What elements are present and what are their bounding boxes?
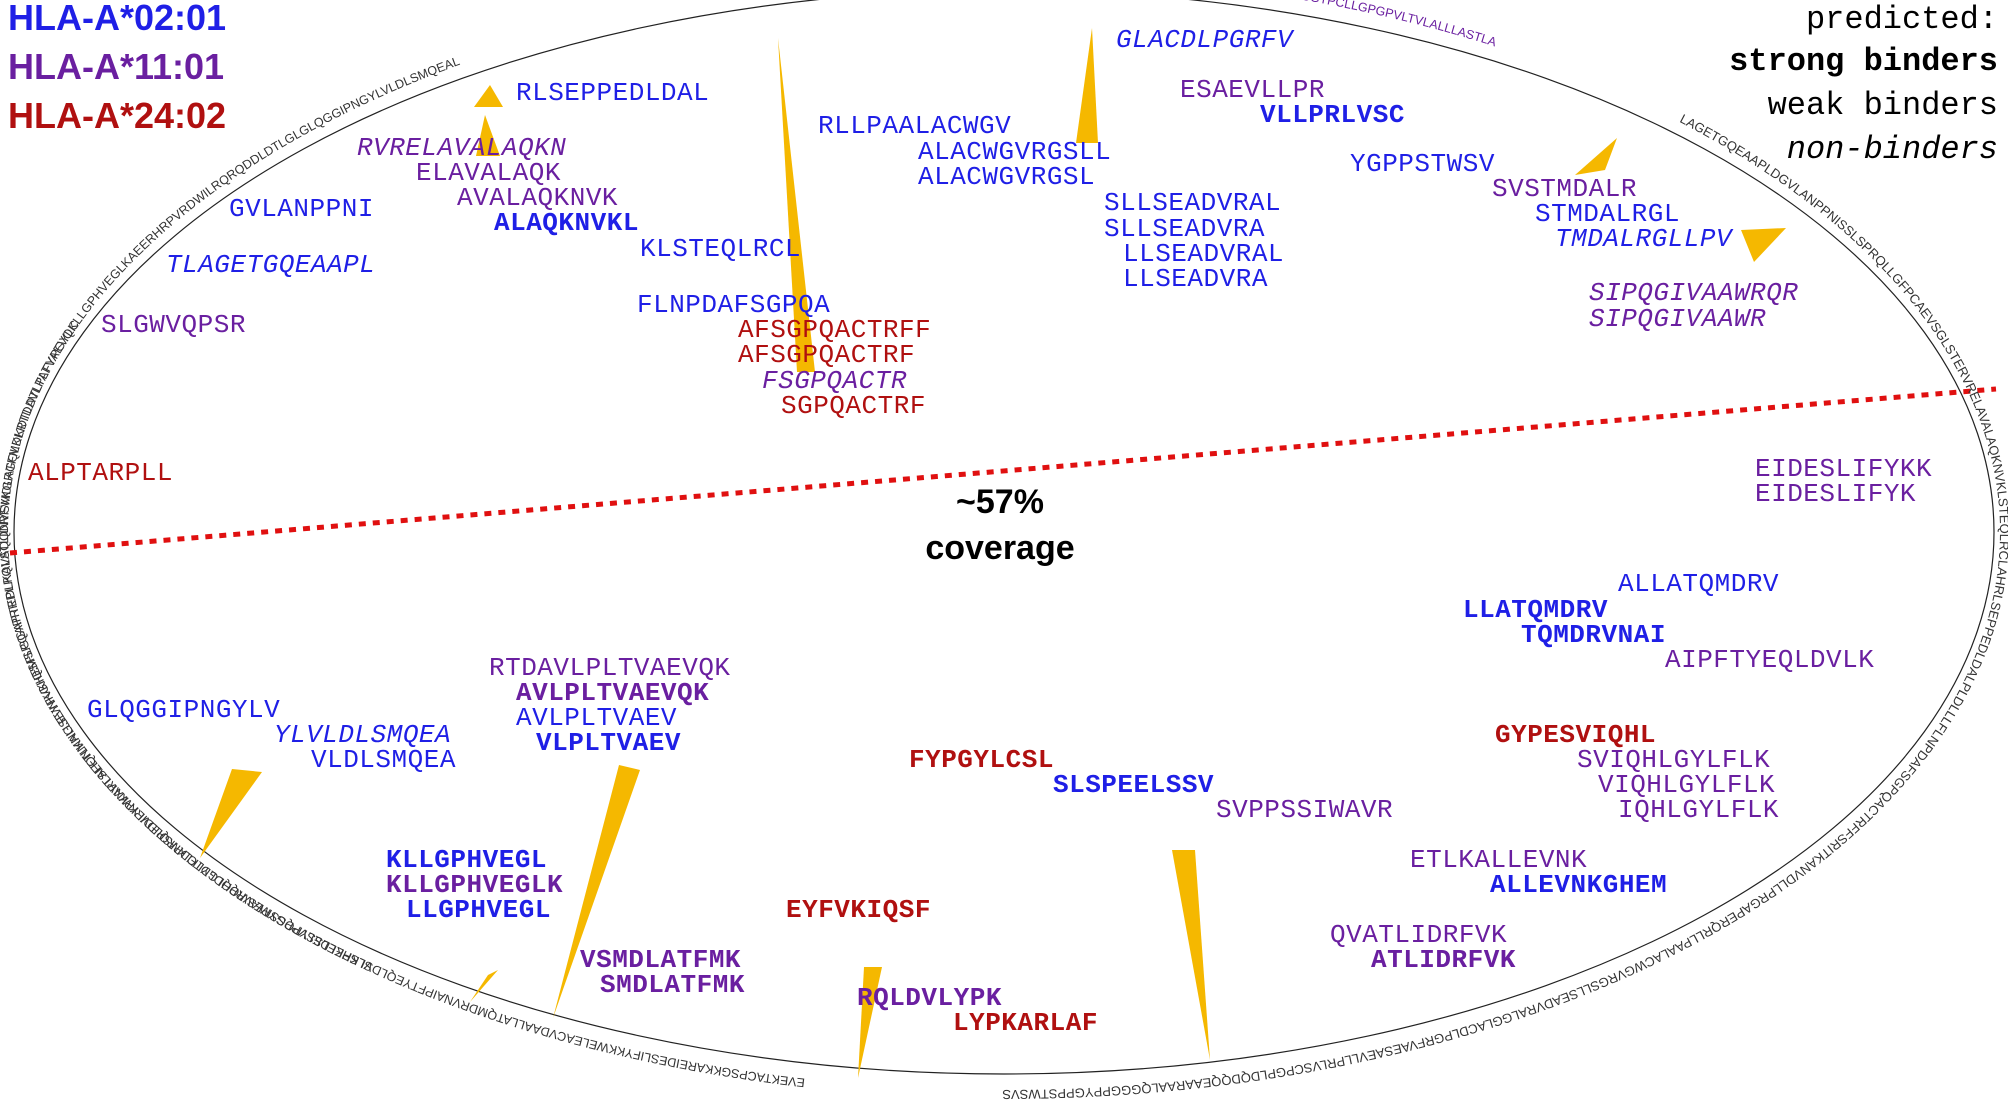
- epitope-marker: [553, 765, 640, 1018]
- epitope-marker: [1741, 228, 1786, 262]
- peptide-label: ALACWGVRGSLL: [918, 137, 1112, 167]
- peptide-label: TMDALRGLLPV: [1555, 224, 1733, 254]
- legend-allele-a0201: HLA-A*02:01: [8, 0, 227, 38]
- peptide-label: LLSEADVRAL: [1123, 239, 1285, 269]
- peptide-label: GLACDLPGRFV: [1116, 25, 1294, 55]
- peptide-label: TLAGETGQEAAPL: [166, 250, 376, 280]
- peptide-label: ETLKALLEVNK: [1410, 845, 1588, 875]
- peptide-label: FYPGYLCSL: [909, 745, 1054, 775]
- peptide-label: RLSEPPEDLDAL: [516, 78, 710, 108]
- peptide-label: ALLEVNKGHEM: [1490, 870, 1668, 900]
- peptide-label: VLDLSMQEA: [311, 745, 456, 775]
- peptide-label: FLNPDAFSGPQA: [637, 290, 831, 320]
- peptide-label: LLSEADVRA: [1123, 264, 1268, 294]
- sequence-segment-left: SGTPCLLGPGPVLTVLALLLASTLA: [1301, 0, 1499, 50]
- legend-strong-binders: strong binders: [1729, 43, 1998, 80]
- peptide-label: STMDALRGL: [1535, 199, 1680, 229]
- peptide-label: VSMDLATFMK: [580, 945, 742, 975]
- legend-allele-a1101: HLA-A*11:01: [8, 46, 225, 87]
- peptide-label: AFSGPQACTRF: [738, 340, 916, 370]
- peptide-label: ALACWGVRGSL: [918, 162, 1096, 192]
- peptide-label: TQMDRVNAI: [1521, 620, 1666, 650]
- coverage-percent: ~57%: [956, 483, 1044, 521]
- peptide-label: ALPTARPLL: [28, 458, 173, 488]
- epitope-marker: [858, 967, 882, 1078]
- peptide-label: SLLSEADVRA: [1104, 214, 1266, 244]
- peptide-label: RTDAVLPLTVAEVQK: [489, 653, 731, 683]
- peptide-label: IQHLGYLFLK: [1618, 795, 1780, 825]
- peptide-label: VLPLTVAEV: [536, 728, 681, 758]
- peptide-label: KLLGPHVEGLK: [386, 870, 564, 900]
- peptide-label: SVIQHLGYLFLK: [1577, 745, 1771, 775]
- peptide-label: ALLATQMDRV: [1618, 569, 1780, 599]
- peptide-label: YLVLDLSMQEA: [274, 720, 452, 750]
- legend-predicted-title: predicted:: [1805, 1, 1998, 38]
- peptide-label: ESAEVLLPR: [1180, 75, 1325, 105]
- peptide-label: LLGPHVEGL: [406, 895, 551, 925]
- epitope-markers: [200, 28, 1786, 1078]
- peptide-label: QVATLIDRFVK: [1330, 920, 1508, 950]
- sequence-ring: [13, 0, 1995, 1075]
- epitope-marker: [778, 38, 815, 372]
- epitope-marker: [1076, 28, 1098, 143]
- peptide-label: AFSGPQACTRFF: [738, 315, 932, 345]
- peptide-label: SLGWVQPSR: [101, 310, 246, 340]
- peptide-label: EIDESLIFYKK: [1755, 454, 1933, 484]
- peptide-label: SLSPEELSSV: [1053, 770, 1215, 800]
- peptide-label: KLSTEQLRCL: [640, 234, 802, 264]
- peptide-label: SGPQACTRF: [781, 391, 926, 421]
- peptide-label: GLQGGIPNGYLV: [87, 695, 281, 725]
- peptide-label: RVRELAVALAQKN: [357, 133, 567, 163]
- peptide-label: SLLSEADVRAL: [1104, 188, 1282, 218]
- peptide-label: ALAQKNVKL: [494, 208, 639, 238]
- peptide-label: ELAVALAQK: [416, 158, 561, 188]
- peptide-label: RQLDVLYPK: [857, 983, 1002, 1013]
- peptide-label: SVSTMDALR: [1492, 174, 1637, 204]
- peptide-label: FSGPQACTR: [762, 366, 907, 396]
- coverage-label: coverage: [925, 529, 1075, 567]
- peptide-label: RLLPAALACWGV: [818, 111, 1012, 141]
- epitope-marker: [470, 970, 498, 1002]
- peptide-label: SVPPSSIWAVR: [1216, 795, 1394, 825]
- peptide-label: AVALAQKNVK: [457, 183, 619, 213]
- peptide-label: SIPQGIVAAWR: [1589, 304, 1767, 334]
- peptide-label: VIQHLGYLFLK: [1598, 770, 1776, 800]
- peptide-label: YGPPSTWSV: [1350, 149, 1495, 179]
- peptide-label: LLATQMDRV: [1463, 595, 1608, 625]
- peptide-label: VLLPRLVSC: [1260, 100, 1405, 130]
- epitope-marker: [1575, 138, 1617, 175]
- coverage-divider: [9, 386, 1997, 556]
- peptide-label: ATLIDRFVK: [1371, 945, 1516, 975]
- legend-weak-binders: weak binders: [1767, 87, 1998, 124]
- epitope-marker: [200, 769, 262, 858]
- peptide-label: LYPKARLAF: [953, 1008, 1098, 1038]
- legend-allele-a2402: HLA-A*24:02: [8, 95, 227, 136]
- peptide-label: EIDESLIFYK: [1755, 479, 1917, 509]
- peptide-label: KLLGPHVEGL: [386, 845, 548, 875]
- peptide-label: AVLPLTVAEVQK: [516, 678, 710, 708]
- legend-non-binders: non-binders: [1786, 131, 1998, 168]
- epitope-marker: [476, 115, 500, 156]
- peptide-label: SIPQGIVAAWRQR: [1589, 278, 1799, 308]
- peptide-label: AVLPLTVAEV: [516, 703, 678, 733]
- epitope-marker: [474, 85, 503, 107]
- epitope-marker: [1172, 850, 1210, 1060]
- peptide-label: GYPESVIQHL: [1495, 720, 1657, 750]
- peptide-label: AIPFTYEQLDVLK: [1665, 645, 1875, 675]
- peptide-label: GVLANPPNI: [229, 194, 374, 224]
- peptide-label: SMDLATFMK: [600, 970, 745, 1000]
- peptide-label: EYFVKIQSF: [786, 895, 931, 925]
- sequence-segment-bottom: SLSPEELSSVPPSSIWAVRPQDLDTCDPRQLDVLYPKARL…: [0, 54, 462, 974]
